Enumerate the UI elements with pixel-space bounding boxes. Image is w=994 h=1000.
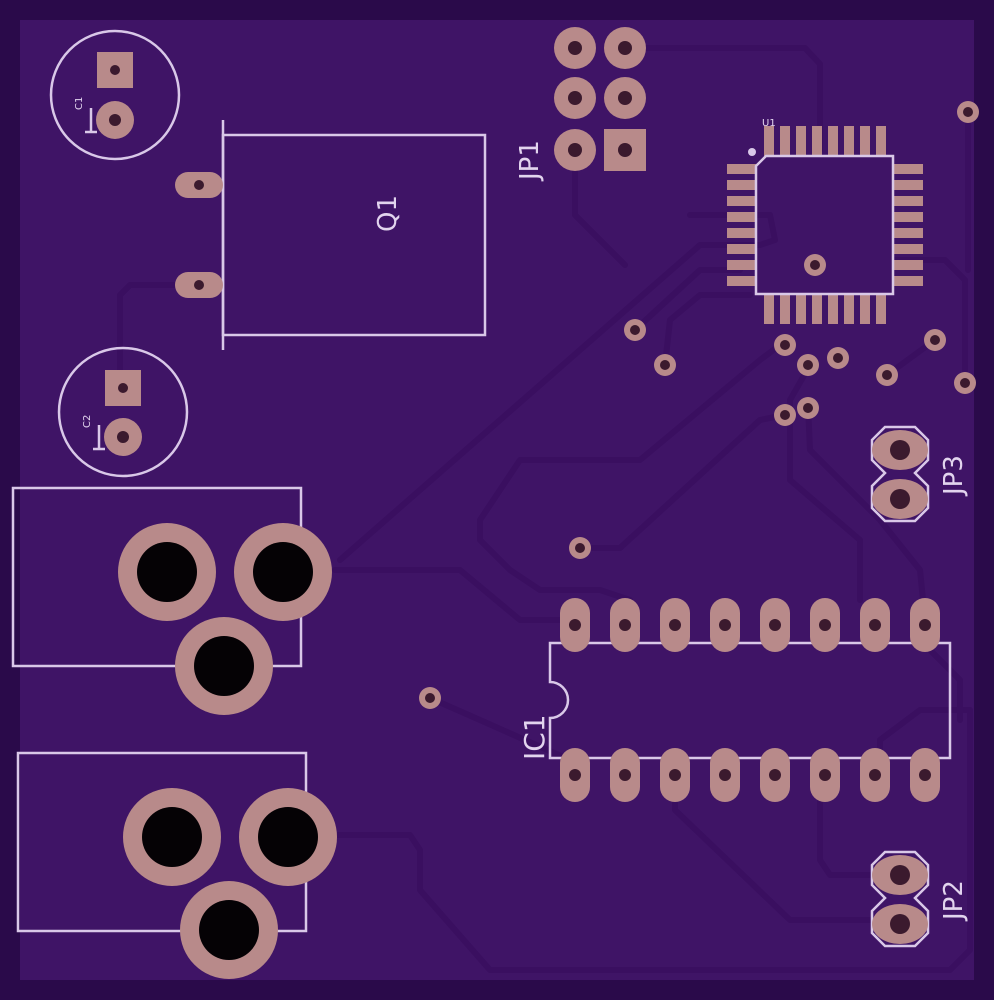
header-jp1: JP1 (515, 27, 646, 182)
jp3-label: JP3 (939, 455, 969, 497)
connector-2 (16, 751, 337, 979)
header-jp3: JP3 (870, 425, 969, 523)
u1-bottom-pins (764, 294, 886, 324)
jp1-label: JP1 (515, 140, 545, 182)
u1-top-pins (764, 126, 886, 156)
vias (419, 101, 979, 709)
u1-right-pins (893, 164, 923, 286)
ic1-bottom-pins (560, 748, 940, 802)
crystal-q1: Q1 (175, 120, 487, 350)
chip-u1: U1 (727, 118, 923, 324)
connector-1 (11, 486, 332, 715)
u1-left-pins (727, 164, 757, 286)
capacitor-c1: C1 (49, 29, 181, 161)
ic1-top-pins (560, 598, 940, 652)
u1-label: U1 (762, 118, 776, 129)
q1-label: Q1 (373, 195, 403, 232)
ic1-label: IC1 (518, 714, 551, 760)
jp2-label: JP2 (939, 880, 969, 922)
chip-ic1: IC1 (518, 598, 952, 802)
c2-label: C2 (82, 415, 93, 428)
u1-pin1-marker (748, 148, 756, 156)
c1-label: C1 (74, 97, 85, 110)
capacitor-c2: C2 (57, 346, 189, 478)
traces (117, 45, 973, 973)
header-jp2: JP2 (870, 850, 969, 948)
